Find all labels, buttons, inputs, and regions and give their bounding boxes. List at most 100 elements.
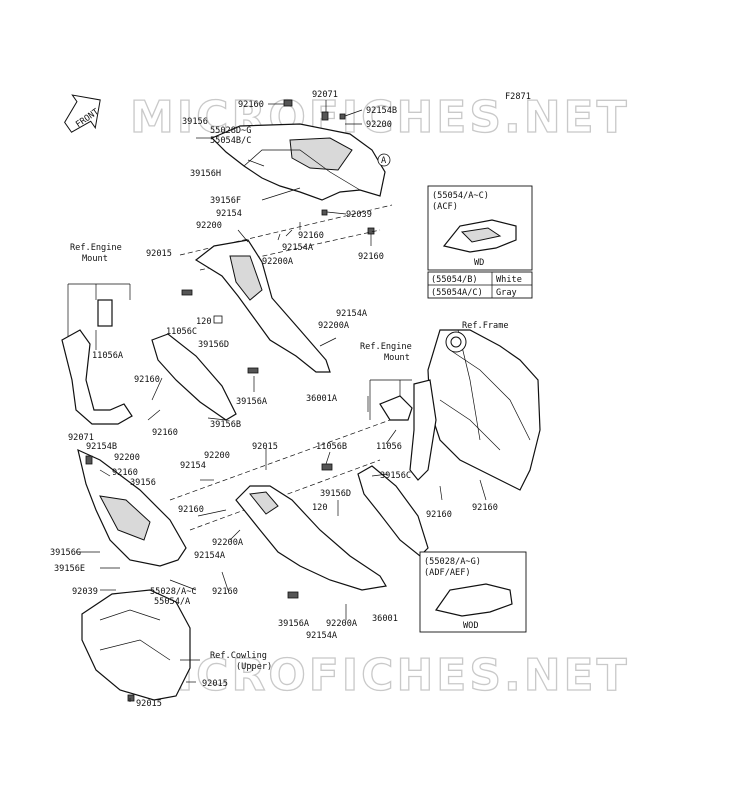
clip-92071 <box>321 111 329 121</box>
label-92200a-mid2: 92200A <box>212 538 244 548</box>
left-inner-cover <box>151 333 237 421</box>
label-92071-top: 92071 <box>312 90 338 100</box>
callout-a-top: A <box>381 156 387 166</box>
label-39156g: 39156G <box>50 548 81 558</box>
label-92160-left2: 92160 <box>112 468 138 478</box>
label-39156-top: 39156 <box>182 117 208 127</box>
label-92160-mid2: 92160 <box>152 428 178 438</box>
right-side-panel <box>235 485 387 591</box>
label-11056: 11056 <box>376 442 402 452</box>
label-92154b-left: 92154B <box>86 442 117 452</box>
bracket-11056b <box>321 463 333 471</box>
label-39156-left: 39156 <box>130 478 156 488</box>
label-upper: (Upper) <box>236 662 272 672</box>
bracket-11056c <box>181 289 193 296</box>
label-11056b: 11056B <box>316 442 347 452</box>
label-92200-mid2: 92200 <box>204 451 230 461</box>
legend-box2-title-b: (ADF/AEF) <box>424 568 471 578</box>
label-39156a-mid: 39156A <box>236 397 268 407</box>
label-11056a: 11056A <box>92 351 124 361</box>
label-ref-engine-left: Ref.Engine <box>70 243 122 253</box>
label-92160-frame-r: 92160 <box>472 503 498 513</box>
label-92015-bottom-r: 92015 <box>202 679 228 689</box>
label-92071-left: 92071 <box>68 433 94 443</box>
label-92160-mid3: 92160 <box>178 505 204 515</box>
label-39156d-top: 39156D <box>198 340 229 350</box>
engine-mount-right <box>369 379 437 481</box>
label-92015-top: 92015 <box>146 249 172 259</box>
label-92200-mid: 92200 <box>196 221 222 231</box>
engine-mount-left <box>61 283 133 425</box>
label-92200a-mid: 92200A <box>318 321 350 331</box>
bolt-92015-bottom <box>127 694 135 702</box>
label-55054-a: 55054/A <box>154 597 191 607</box>
callout-a-circle <box>377 153 391 167</box>
label-ref-frame: Ref.Frame <box>462 321 509 331</box>
color-row-2-color: Gray <box>496 288 517 298</box>
label-55028-a-c: 55028/A~C <box>150 587 197 597</box>
label-92039-left: 92039 <box>72 587 98 597</box>
clip-92160 <box>283 99 293 107</box>
color-row-1-part: (55054/B) <box>431 275 478 285</box>
inner-fairing-lower <box>81 589 191 701</box>
label-36001a: 36001A <box>306 394 338 404</box>
label-92160-frame-l: 92160 <box>426 510 452 520</box>
label-ref-cowling: Ref.Cowling <box>210 651 267 661</box>
color-table <box>427 271 533 299</box>
label-120-top: 120 <box>196 317 212 327</box>
label-92160-top: 92160 <box>238 100 264 110</box>
label-92154b-top: 92154B <box>366 106 397 116</box>
label-ref-engine-right: Ref.Engine <box>360 342 412 352</box>
watermark-top: MICROFICHES.NET <box>130 92 630 143</box>
label-92160-left: 92160 <box>134 375 160 385</box>
label-92154a-mid2: 92154A <box>194 551 226 561</box>
frame <box>427 329 541 491</box>
label-92015-bottom: 92015 <box>136 699 162 709</box>
label-92200-left: 92200 <box>114 453 140 463</box>
label-92154-top: 92154 <box>216 209 242 219</box>
label-92200a-bottom: 92200A <box>326 619 358 629</box>
label-92154a-mid: 92154A <box>336 309 368 319</box>
label-39156f: 39156F <box>210 196 241 206</box>
label-39156d-mid: 39156D <box>320 489 351 499</box>
color-row-1-color: White <box>496 275 522 285</box>
upper-cowling <box>77 448 187 567</box>
label-36001: 36001 <box>372 614 398 624</box>
label-92154a-bottom: 92154A <box>306 631 338 641</box>
label-39156a-bottom: 39156A <box>278 619 310 629</box>
color-row-2-part: (55054A/C) <box>431 288 483 298</box>
nut-92039 <box>321 209 328 216</box>
front-arrow-icon: FRONT <box>64 94 101 133</box>
left-side-panel <box>194 239 331 373</box>
label-92154a-top: 92154A <box>282 243 314 253</box>
label-92015-mid: 92015 <box>252 442 278 452</box>
legend-box-adf-aef <box>419 551 527 633</box>
label-mount-right: Mount <box>384 353 410 363</box>
nut-92160-r <box>367 227 375 235</box>
label-92160-bottom: 92160 <box>212 587 238 597</box>
clip-39156a-l <box>247 367 259 374</box>
label-39156c: 39156C <box>380 471 411 481</box>
label-92160-right: 92160 <box>358 252 384 262</box>
label-55028d-g: 55028D~G <box>210 126 251 136</box>
label-92154-mid: 92154 <box>180 461 206 471</box>
label-55054b-c: 55054B/C <box>210 136 251 146</box>
legend-box-acf <box>427 185 533 271</box>
legend-box1-caption: WD <box>474 258 484 268</box>
upper-inner-cowl <box>210 123 386 201</box>
watermark-bottom: MICROFICHES.NET <box>130 650 630 701</box>
legend-box1-title-a: (55054/A~C) <box>432 191 489 201</box>
label-39156b: 39156B <box>210 420 241 430</box>
figure-code: F2871 <box>505 92 531 102</box>
legend-box2-caption: WOD <box>463 621 479 631</box>
label-92160-mid: 92160 <box>298 231 324 241</box>
label-92200a-top: 92200A <box>262 257 294 267</box>
clip-39156d-l <box>213 315 223 324</box>
label-11056c: 11056C <box>166 327 197 337</box>
label-92200-top: 92200 <box>366 120 392 130</box>
clip-39156a-r <box>287 591 299 599</box>
legend-box2-title-a: (55028/A~G) <box>424 557 481 567</box>
nut-92154b <box>339 113 346 120</box>
label-92039-top: 92039 <box>346 210 372 220</box>
